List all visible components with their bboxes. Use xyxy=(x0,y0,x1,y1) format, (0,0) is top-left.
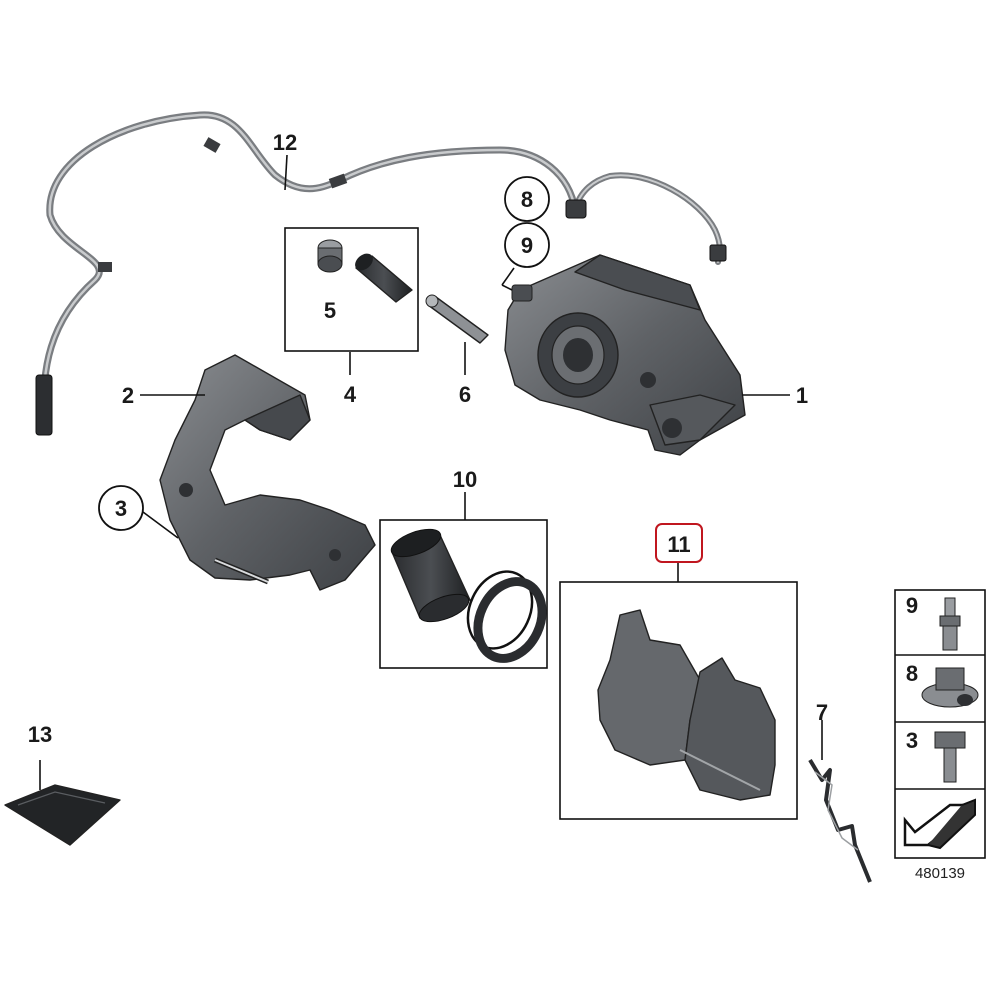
callout-7[interactable]: 7 xyxy=(816,700,828,725)
callout-8-circle xyxy=(504,176,550,222)
callout-13[interactable]: 13 xyxy=(28,722,52,747)
legend-label-8: 8 xyxy=(906,661,918,686)
diagram-number: 480139 xyxy=(915,865,965,882)
guide-sleeve-kit-box xyxy=(284,227,419,352)
callout-12[interactable]: 12 xyxy=(273,130,297,155)
callout-3-circle xyxy=(98,485,144,531)
callout-10[interactable]: 10 xyxy=(453,467,477,492)
callout-11[interactable]: 11 xyxy=(667,532,690,557)
guide-bushing[interactable] xyxy=(352,250,413,303)
callout-8[interactable]: 8 xyxy=(521,187,533,212)
legend-label-3: 3 xyxy=(906,728,918,753)
piston-kit-box xyxy=(379,519,554,669)
wear-sensor-cable[interactable] xyxy=(35,111,727,436)
banjo-bolt-icon xyxy=(921,667,979,708)
hardware-legend xyxy=(894,589,986,859)
leader-lines xyxy=(39,154,823,790)
callout-5[interactable]: 5 xyxy=(324,298,336,323)
callout-4[interactable]: 4 xyxy=(344,382,357,407)
callout-9[interactable]: 9 xyxy=(521,233,533,258)
callout-11-highlight xyxy=(655,523,703,563)
piston-seal-kit[interactable] xyxy=(388,524,554,669)
guide-bolt[interactable] xyxy=(425,294,489,344)
callout-3[interactable]: 3 xyxy=(115,496,127,521)
grease-sachet[interactable] xyxy=(4,784,121,846)
guide-cap[interactable] xyxy=(317,239,343,273)
legend-label-9: 9 xyxy=(906,593,918,618)
callout-1[interactable]: 1 xyxy=(796,383,808,408)
brake-pad-set[interactable] xyxy=(597,609,776,801)
callout-6[interactable]: 6 xyxy=(459,382,471,407)
callout-9-circle xyxy=(504,222,550,268)
bleeder-screw-icon xyxy=(939,597,961,651)
brake-caliper[interactable] xyxy=(504,254,746,456)
caliper-carrier[interactable] xyxy=(159,354,376,591)
hex-bolt-icon xyxy=(934,731,966,783)
anti-rattle-spring[interactable] xyxy=(808,758,872,883)
direction-arrow-icon xyxy=(903,798,976,850)
callout-2[interactable]: 2 xyxy=(122,383,134,408)
brake-pad-box xyxy=(559,581,798,820)
